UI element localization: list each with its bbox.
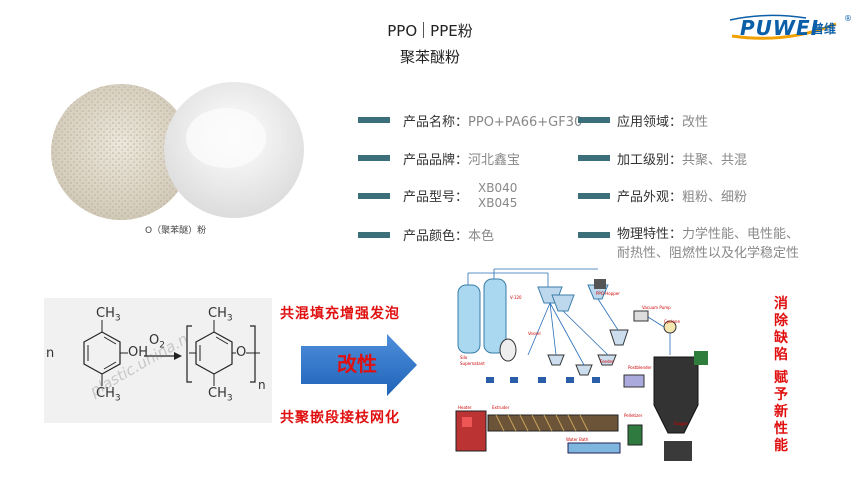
bullet-bar [578,232,610,238]
spec-model-values: XB040 XB045 [478,181,518,210]
reaction-scheme: n CH3 CH3 OH O2 CH3 CH3 O n plastic.unin… [44,298,272,423]
page-subtitle: 聚苯醚粉 [399,48,460,66]
spec-name: 产品名称：PPO+PA66+GF30 [403,115,583,130]
ch3-label: CH3 [96,386,121,404]
modify-effect-text: 消 除 缺 陷 赋 予 新 性 能 [774,296,788,454]
reaction-structure-diagram [83,320,260,386]
bullet-bar [358,193,390,199]
spec-appearance: 产品外观：粗粉、细粉 [617,190,748,205]
svg-text:PPO Hopper: PPO Hopper [596,291,620,296]
bullet-bar [358,232,390,238]
logo-wordmark: PUWEI [740,16,820,40]
ch3-label: CH3 [96,306,121,324]
spec-model: 产品型号： [403,190,469,205]
oh-label: OH [128,345,149,360]
bullet-bar [358,117,390,123]
modify-methods-top: 共混填充增强发泡 [280,306,400,322]
svg-text:Postblender: Postblender [628,365,652,370]
title-ppo: PPO [387,22,418,40]
modify-arrow-label: 改性 [337,352,377,376]
puwei-logo: PUWEI 普维 ® [726,14,852,42]
svg-text:V-120: V-120 [510,295,522,300]
spec-color: 产品颜色：本色 [403,229,495,244]
spec-grade: 加工级别：共聚、共混 [617,153,748,168]
bullet-bar [578,117,610,123]
ch3-label: CH3 [208,306,233,324]
svg-text:Bagger: Bagger [674,421,689,426]
bullet-bar [578,193,610,199]
title-separator [423,22,425,38]
ch3-label: CH3 [208,386,233,404]
logo-registered: ® [844,14,852,23]
svg-text:Vacuum Pump: Vacuum Pump [642,305,671,310]
process-flow-diagram: V-120 PPO Hopper Vacuum Pump Cyclone Sil… [448,265,720,465]
svg-text:Heater: Heater [458,405,472,410]
o2-label: O2 [149,333,165,351]
logo-swoosh-icon [729,14,837,40]
photo-caption: O（聚苯醚）粉 [145,226,207,236]
svg-text:Silo: Silo [460,355,468,360]
o-label: O [236,345,247,360]
svg-text:Water Bath: Water Bath [566,437,589,442]
svg-text:Pelletizer: Pelletizer [624,413,643,418]
svg-text:Supernatant: Supernatant [460,361,485,366]
bullet-bar [358,155,390,161]
svg-text:Extruder: Extruder [492,405,510,410]
spec-brand: 产品品牌：河北鑫宝 [403,153,521,168]
svg-text:Cyclone: Cyclone [664,319,680,324]
title-ppe: PPE粉 [430,22,473,40]
n-label: n [258,378,266,392]
bullet-bar [578,155,610,161]
spec-physical: 物理特性：力学性能、电性能、 耐热性、阻燃性以及化学稳定性 [617,227,800,261]
page-title: PPO PPE粉 [0,20,860,41]
modify-methods-bottom: 共聚嵌段接枝网化 [280,410,400,426]
svg-text:Vessel: Vessel [528,331,541,336]
spec-application: 应用领域：改性 [617,115,709,130]
powder-photo [51,82,304,220]
svg-text:Feeder: Feeder [600,359,614,364]
logo-chinese: 普维 [812,22,837,36]
modify-arrow-icon [301,334,417,396]
n-label: n [46,346,55,361]
